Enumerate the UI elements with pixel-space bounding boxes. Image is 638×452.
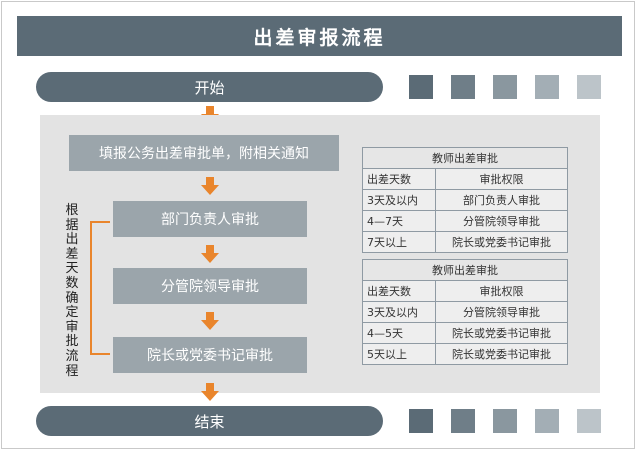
page-title: 出差审报流程 [17, 16, 622, 56]
color-swatch [451, 409, 475, 433]
table-header-cell: 出差天数 [362, 280, 436, 302]
table-cell: 院长或党委书记审批 [435, 322, 568, 344]
color-swatch [493, 409, 517, 433]
table-header-cell: 审批权限 [435, 280, 568, 302]
step-box-submit-form: 填报公务出差审批单，附相关通知 [69, 135, 339, 171]
table-header-cell: 审批权限 [435, 168, 568, 190]
color-swatch [577, 409, 601, 433]
color-swatch [535, 409, 559, 433]
table-title-row: 教师出差审批 [362, 259, 568, 281]
table-cell: 7天以上 [362, 231, 436, 253]
table-row: 5天以上 院长或党委书记审批 [362, 343, 568, 365]
table-row: 7天以上 院长或党委书记审批 [362, 231, 568, 253]
color-swatch [409, 409, 433, 433]
color-swatch [535, 75, 559, 99]
table-row: 3天及以内 分管院领导审批 [362, 301, 568, 323]
table-row: 4—7天 分管院领导审批 [362, 210, 568, 232]
down-arrow-icon [201, 312, 219, 330]
color-swatch [409, 75, 433, 99]
start-node: 开始 [36, 72, 383, 102]
color-swatch [493, 75, 517, 99]
down-arrow-icon [201, 245, 219, 263]
table-cell: 部门负责人审批 [435, 189, 568, 211]
side-label: 根据出差天数确定审批流程 [65, 203, 79, 379]
table-cell: 5天以上 [362, 343, 436, 365]
table-row: 4—5天 院长或党委书记审批 [362, 322, 568, 344]
table-cell: 分管院领导审批 [435, 210, 568, 232]
table-cell: 4—7天 [362, 210, 436, 232]
table-cell: 4—5天 [362, 322, 436, 344]
table-header-row: 出差天数 审批权限 [362, 280, 568, 302]
approval-table-1: 教师出差审批 出差天数 审批权限 3天及以内 部门负责人审批 4—7天 分管院领… [362, 147, 568, 253]
table-row: 3天及以内 部门负责人审批 [362, 189, 568, 211]
color-swatch [451, 75, 475, 99]
table-title: 教师出差审批 [362, 147, 568, 169]
down-arrow-icon [201, 383, 219, 401]
table-title: 教师出差审批 [362, 259, 568, 281]
table-cell: 3天及以内 [362, 301, 436, 323]
end-node: 结束 [36, 406, 383, 436]
table-header-cell: 出差天数 [362, 168, 436, 190]
step-box-leader-approval: 分管院领导审批 [113, 268, 307, 304]
color-swatch [577, 75, 601, 99]
table-cell: 分管院领导审批 [435, 301, 568, 323]
approval-table-2: 教师出差审批 出差天数 审批权限 3天及以内 分管院领导审批 4—5天 院长或党… [362, 259, 568, 365]
table-title-row: 教师出差审批 [362, 147, 568, 169]
step-box-president-approval: 院长或党委书记审批 [113, 337, 307, 373]
bracket-line [90, 221, 110, 355]
table-header-row: 出差天数 审批权限 [362, 168, 568, 190]
table-cell: 3天及以内 [362, 189, 436, 211]
down-arrow-icon [201, 177, 219, 195]
table-cell: 院长或党委书记审批 [435, 231, 568, 253]
step-box-dept-approval: 部门负责人审批 [113, 201, 307, 237]
table-cell: 院长或党委书记审批 [435, 343, 568, 365]
